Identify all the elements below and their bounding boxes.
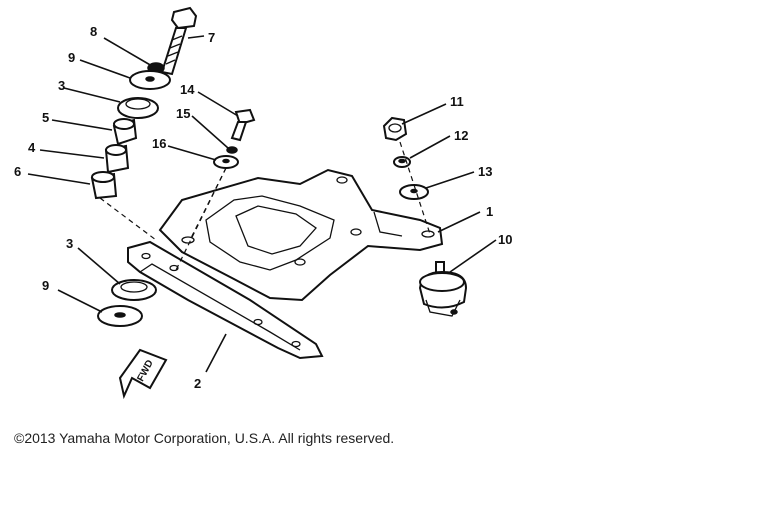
callout-15: 15 xyxy=(176,106,190,121)
assembly-lines xyxy=(99,141,431,271)
callout-10: 10 xyxy=(498,232,512,247)
callout-5: 5 xyxy=(42,110,49,125)
callout-4: 4 xyxy=(28,140,36,155)
callout-8: 8 xyxy=(90,24,97,39)
leader-lines xyxy=(27,35,497,373)
collar-3-top xyxy=(117,97,159,119)
callout-16: 16 xyxy=(152,136,166,151)
forward-arrow-icon: FWD xyxy=(118,348,168,400)
exploded-parts-diagram: 1 2 3 3 4 5 6 7 8 9 9 10 11 12 13 14 15 … xyxy=(14,6,512,400)
washer-9-bottom xyxy=(97,305,143,327)
bushing-6 xyxy=(90,171,118,200)
washer-13 xyxy=(399,184,429,200)
callout-2: 2 xyxy=(194,376,201,391)
callout-3-top: 3 xyxy=(58,78,65,93)
copyright-notice: ©2013 Yamaha Motor Corporation, U.S.A. A… xyxy=(14,430,395,446)
callout-1: 1 xyxy=(486,204,493,219)
washer-12 xyxy=(393,156,411,168)
nut-11 xyxy=(382,116,408,142)
callout-6: 6 xyxy=(14,164,21,179)
callout-11: 11 xyxy=(450,94,464,109)
callout-9-bottom: 9 xyxy=(42,278,49,293)
bolt-14 xyxy=(230,108,256,142)
callout-13: 13 xyxy=(478,164,492,179)
spacer-5 xyxy=(112,118,138,146)
bracket-plate xyxy=(158,168,444,302)
callout-9-top: 9 xyxy=(68,50,75,65)
callout-14: 14 xyxy=(180,82,195,97)
bushing-4 xyxy=(104,144,130,174)
washer-9-top xyxy=(129,70,171,90)
callout-7: 7 xyxy=(208,30,215,45)
damper-10 xyxy=(418,261,468,317)
bolt-7 xyxy=(160,6,198,76)
lock-washer-15 xyxy=(226,146,238,154)
callout-12: 12 xyxy=(454,128,468,143)
lower-bracket xyxy=(127,240,324,360)
washer-16 xyxy=(213,155,239,169)
collar-3-bottom xyxy=(111,279,157,301)
callouts: 1 2 3 3 4 5 6 7 8 9 9 10 11 12 13 14 15 … xyxy=(14,24,512,391)
callout-3-bottom: 3 xyxy=(66,236,73,251)
